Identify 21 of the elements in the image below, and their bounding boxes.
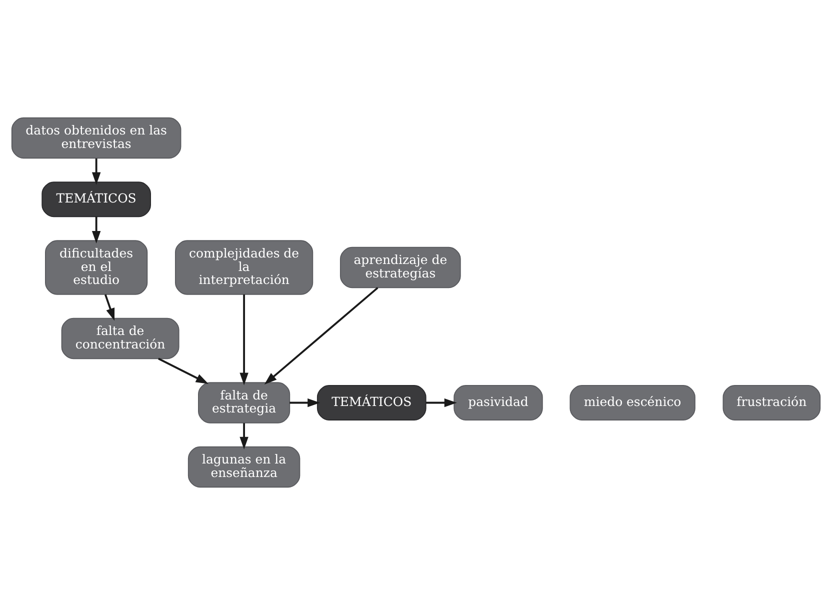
node-box: lagunas en la enseñanza [188,446,300,488]
node-box: aprendizaje de estrategías [340,246,461,288]
arrow [158,357,208,384]
node-box: dificultades en el estudio [45,240,148,294]
arrow [426,398,457,407]
node-box: complejidades de la interpretación [174,240,314,294]
arrow [92,158,101,184]
arrow [240,294,248,385]
arrow [290,398,320,407]
arrow [264,286,378,384]
node-box: pasividad [454,384,543,420]
arrow [240,422,248,449]
node-box: TEMÁTICOS [42,181,151,217]
node-box: miedo escénico [570,384,696,420]
arrow [92,216,101,243]
node-box: falta de concentración [61,317,180,359]
arrow [104,294,115,320]
node-box: TEMÁTICOS [316,384,426,420]
node-box: frustración [722,384,821,420]
node-box: datos obtenidos en las entrevistas [11,116,182,158]
node-box: falta de estrategia [198,382,290,423]
